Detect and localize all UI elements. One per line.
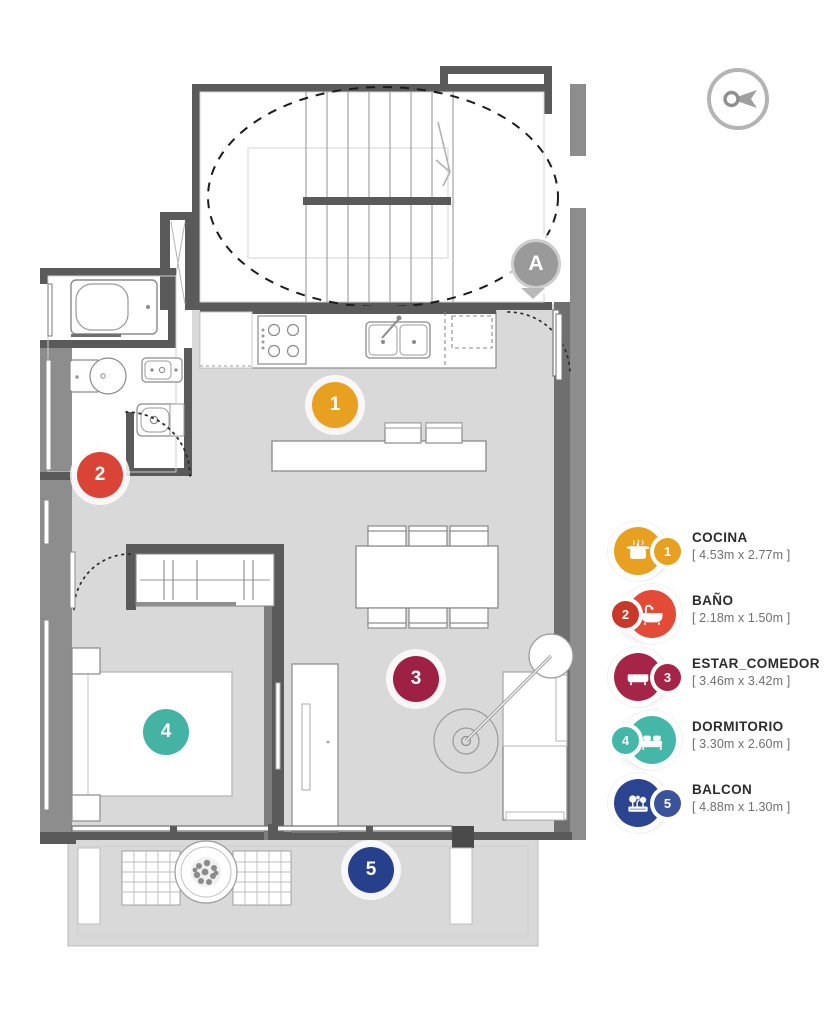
floor-lamp <box>433 633 574 774</box>
bathroom <box>40 268 192 477</box>
legend-text-1: COCINA [ 4.53m x 2.77m ] <box>692 530 790 564</box>
cabinet <box>291 663 339 833</box>
plan-marker-1[interactable]: 1 <box>312 382 358 428</box>
bathtub-icon <box>641 604 663 625</box>
plan-marker-3[interactable]: 3 <box>393 656 439 702</box>
legend-number-3: 3 <box>654 664 681 691</box>
living-dining <box>291 525 574 833</box>
balcony-chair-left <box>121 850 181 906</box>
legend-item-balcon[interactable]: 5 BALCON [ 4.88m x 1.30m ] <box>612 774 828 837</box>
legend-item-dormitorio[interactable]: 4 DORMITORIO [ 3.30m x 2.60m ] <box>612 711 828 774</box>
round-table <box>174 840 238 904</box>
legend-room-name: DORMITORIO <box>692 719 784 734</box>
balcony-plants-icon <box>628 795 648 812</box>
legend-text-5: BALCON [ 4.88m x 1.30m ] <box>692 782 790 816</box>
legend-badge-4: 4 <box>612 711 686 773</box>
legend-room-dimensions: [ 3.46m x 3.42m ] <box>692 674 791 688</box>
bedroom <box>69 544 284 840</box>
plan-marker-2[interactable]: 2 <box>77 452 123 498</box>
legend-text-2: BAÑO [ 2.18m x 1.50m ] <box>692 593 790 627</box>
room-legend: 1 COCINA [ 4.53m x 2.77m ] <box>612 522 828 837</box>
plan-marker-5[interactable]: 5 <box>348 847 394 893</box>
cocina-icon-circle <box>614 527 662 575</box>
legend-number-4: 4 <box>612 727 639 754</box>
dining-table <box>355 525 499 629</box>
balcony-chair-right <box>232 850 292 906</box>
windows <box>43 313 563 811</box>
balcony <box>71 824 473 925</box>
legend-room-name: BALCON <box>692 782 753 797</box>
legend-room-dimensions: [ 2.18m x 1.50m ] <box>692 611 791 625</box>
north-compass <box>703 64 773 134</box>
legend-text-3: ESTAR_COMEDOR [ 3.46m x 3.42m ] <box>692 656 820 690</box>
legend-text-4: DORMITORIO [ 3.30m x 2.60m ] <box>692 719 790 753</box>
legend-badge-1: 1 <box>612 522 686 584</box>
legend-number-1: 1 <box>654 538 681 565</box>
closet <box>135 553 275 607</box>
legend-item-bano[interactable]: 2 BAÑO [ 2.18m x 1.50m ] <box>612 585 828 648</box>
legend-badge-3: 3 <box>612 648 686 710</box>
legend-room-name: ESTAR_COMEDOR <box>692 656 820 671</box>
kitchen-island <box>271 422 487 472</box>
legend-room-name: BAÑO <box>692 593 734 608</box>
legend-room-dimensions: [ 4.88m x 1.30m ] <box>692 800 791 814</box>
plan-geometry <box>40 66 586 947</box>
legend-badge-5: 5 <box>612 774 686 836</box>
potted-plant <box>191 857 221 887</box>
plan-marker-4[interactable]: 4 <box>143 709 189 755</box>
kitchen <box>199 306 571 472</box>
legend-room-dimensions: [ 3.30m x 2.60m ] <box>692 737 791 751</box>
legend-number-5: 5 <box>654 790 681 817</box>
legend-room-name: COCINA <box>692 530 748 545</box>
double-sink <box>365 315 431 359</box>
sofa-icon <box>627 674 649 686</box>
section-arrow-icon <box>521 288 545 299</box>
section-marker-a[interactable]: A <box>511 239 561 289</box>
legend-room-dimensions: [ 4.53m x 2.77m ] <box>692 548 791 562</box>
legend-number-2: 2 <box>612 601 639 628</box>
bed-icon <box>641 735 663 750</box>
legend-item-cocina[interactable]: 1 COCINA [ 4.53m x 2.77m ] <box>612 522 828 585</box>
legend-badge-2: 2 <box>612 585 686 647</box>
stove <box>257 315 307 365</box>
sofa <box>502 671 568 821</box>
pot-icon <box>626 539 650 559</box>
legend-item-estar-comedor[interactable]: 3 ESTAR_COMEDOR [ 3.46m x 3.42m ] <box>612 648 828 711</box>
